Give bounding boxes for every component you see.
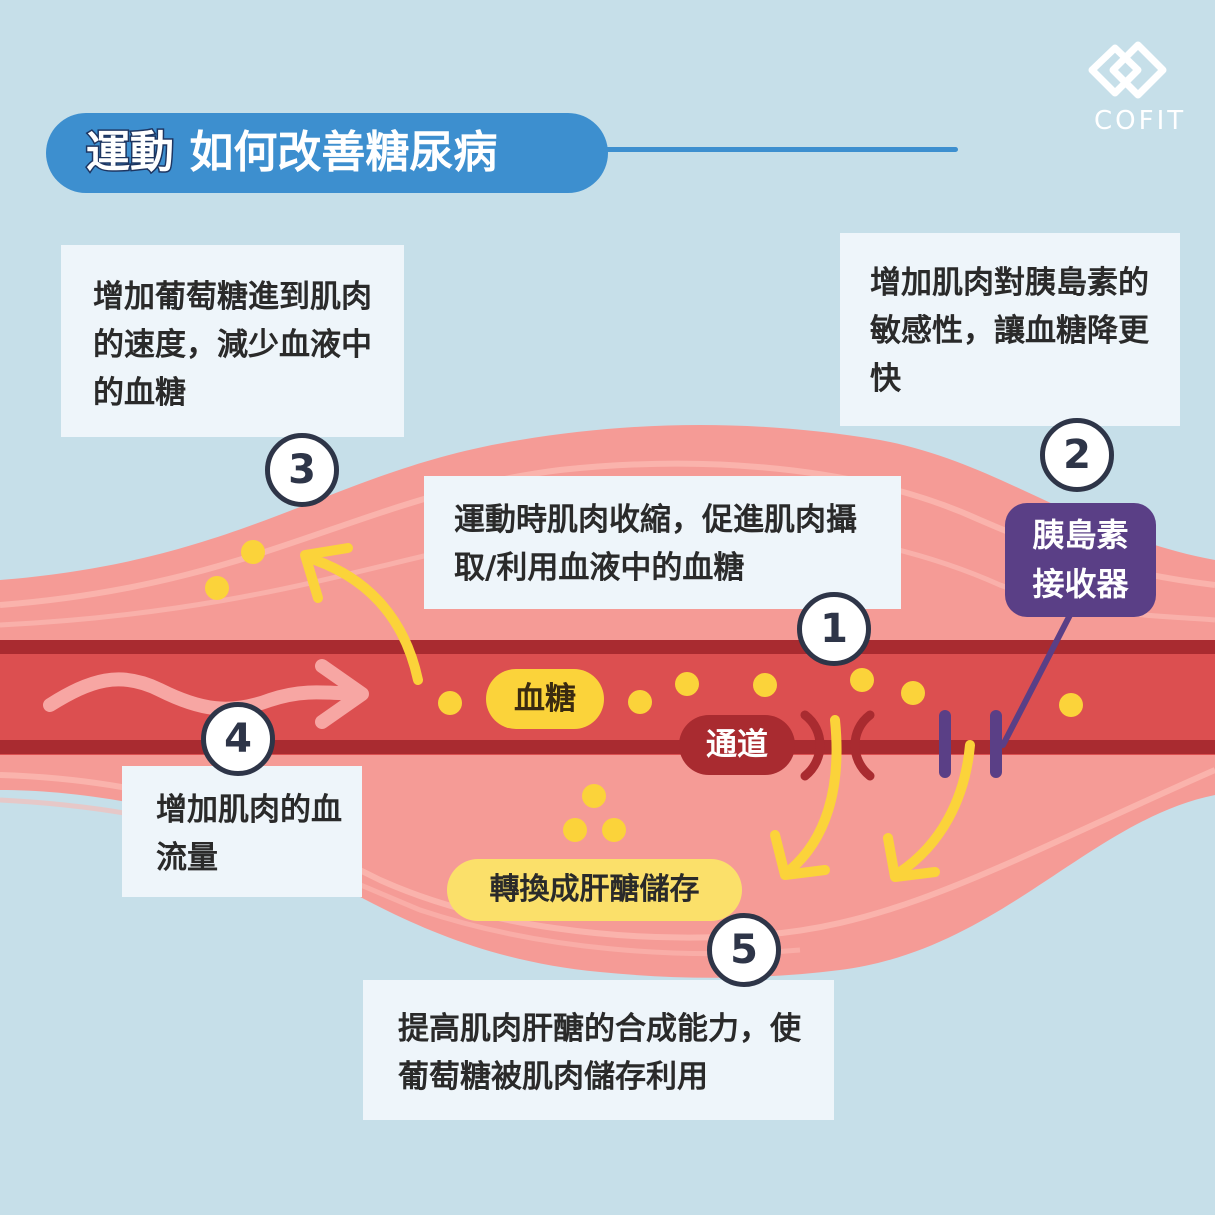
blood-flow-arrow <box>43 672 362 716</box>
uptake-arrow <box>310 555 423 685</box>
note-5: 提高肌肉肝醣的合成能力，使葡萄糖被肌肉儲存利用 <box>363 980 834 1120</box>
receptor-icon <box>939 710 951 778</box>
channel-icon <box>800 710 825 781</box>
step-2-badge: 2 <box>1040 418 1114 492</box>
note-1: 運動時肌肉收縮，促進肌肉攝取/利用血液中的血糖 <box>424 476 901 609</box>
step-5-badge: 5 <box>707 913 781 987</box>
title-rest: 如何改善糖尿病 <box>189 127 498 178</box>
note-4: 增加肌肉的血流量 <box>122 766 362 897</box>
note-3: 增加葡萄糖進到肌肉的速度，減少血液中的血糖 <box>61 245 404 437</box>
cofit-logo-icon <box>1088 41 1167 99</box>
title-rule <box>600 147 958 152</box>
glucose-dots <box>205 540 1083 842</box>
receptor-tag: 胰島素接收器 <box>1005 503 1156 617</box>
storage-arrow-1 <box>785 715 842 875</box>
storage-arrow-2 <box>895 740 975 877</box>
glycogen-tag: 轉換成肝醣儲存 <box>447 859 742 921</box>
logo-text: COFIT <box>1094 106 1187 136</box>
channel-tag: 通道 <box>679 715 795 775</box>
note-2: 增加肌肉對胰島素的敏感性，讓血糖降更快 <box>840 233 1180 426</box>
blood-sugar-tag: 血糖 <box>486 669 604 729</box>
step-4-badge: 4 <box>201 702 275 776</box>
title-pill <box>46 113 608 193</box>
step-1-badge: 1 <box>797 592 871 666</box>
page-title: 運動 如何改善糖尿病 <box>85 125 498 181</box>
step-3-badge: 3 <box>265 433 339 507</box>
title-highlight: 運動 <box>85 126 176 180</box>
